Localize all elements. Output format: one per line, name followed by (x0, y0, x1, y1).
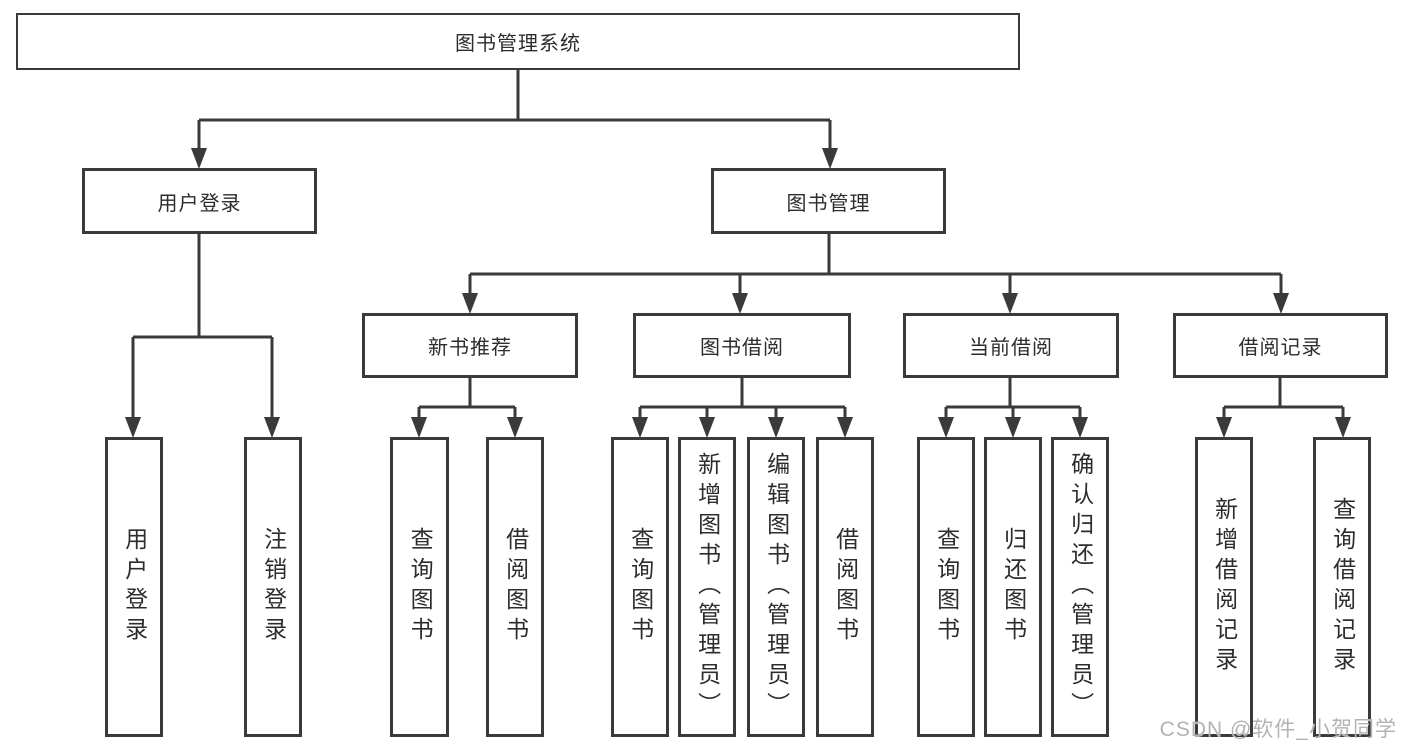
node-new-book-recommend-label: 新书推荐 (428, 337, 512, 359)
arrow-down-icon (1335, 417, 1351, 438)
leaf-add-borrow-record-label: 新增借阅记录 (1211, 497, 1238, 677)
arrow-down-icon (411, 417, 427, 438)
leaf-edit-books-admin-label: 编辑图书（管理员） (763, 452, 790, 722)
arrow-down-icon (462, 293, 478, 314)
leaf-user-login-label: 用户登录 (121, 527, 148, 647)
leaf-return-books-label: 归还图书 (1000, 527, 1027, 647)
node-book-management: 图书管理 (711, 168, 946, 234)
node-root: 图书管理系统 (16, 13, 1020, 70)
leaf-borrow-books-1: 借阅图书 (486, 437, 544, 737)
arrow-down-icon (699, 417, 715, 438)
node-new-book-recommend: 新书推荐 (362, 313, 578, 378)
arrow-down-icon (1072, 417, 1088, 438)
leaf-add-books-admin: 新增图书（管理员） (678, 437, 736, 737)
node-user-login-label: 用户登录 (157, 192, 242, 215)
leaf-confirm-return-admin-label: 确认归还（管理员） (1067, 452, 1094, 722)
leaf-logout: 注销登录 (244, 437, 302, 737)
node-book-borrowing: 图书借阅 (633, 313, 851, 378)
leaf-user-login: 用户登录 (105, 437, 163, 737)
leaf-confirm-return-admin: 确认归还（管理员） (1051, 437, 1109, 737)
arrow-down-icon (264, 417, 280, 438)
node-borrowing-records: 借阅记录 (1173, 313, 1388, 378)
leaf-query-books-2-label: 查询图书 (627, 527, 654, 647)
leaf-query-borrow-record: 查询借阅记录 (1313, 437, 1371, 737)
arrow-down-icon (1216, 417, 1232, 438)
leaf-return-books: 归还图书 (984, 437, 1042, 737)
node-book-management-label: 图书管理 (786, 192, 871, 215)
leaf-query-borrow-record-label: 查询借阅记录 (1329, 497, 1356, 677)
node-current-borrowing-label: 当前借阅 (969, 337, 1053, 359)
leaf-add-books-admin-label: 新增图书（管理员） (694, 452, 721, 722)
arrow-down-icon (507, 417, 523, 438)
leaf-logout-label: 注销登录 (260, 527, 287, 647)
arrow-down-icon (191, 148, 207, 169)
leaf-query-books-1-label: 查询图书 (407, 527, 434, 647)
leaf-edit-books-admin: 编辑图书（管理员） (747, 437, 805, 737)
node-root-label: 图书管理系统 (455, 33, 581, 55)
leaf-query-books-3: 查询图书 (917, 437, 975, 737)
leaf-query-books-2: 查询图书 (611, 437, 669, 737)
leaf-query-books-1: 查询图书 (390, 437, 449, 737)
arrow-down-icon (1002, 293, 1018, 314)
arrow-down-icon (1005, 417, 1021, 438)
leaf-borrow-books-2-label: 借阅图书 (832, 527, 859, 647)
node-book-borrowing-label: 图书借阅 (700, 337, 784, 359)
arrow-down-icon (732, 293, 748, 314)
leaf-query-books-3-label: 查询图书 (933, 527, 960, 647)
leaf-borrow-books-2: 借阅图书 (816, 437, 874, 737)
leaf-borrow-books-1-label: 借阅图书 (502, 527, 529, 647)
arrow-down-icon (938, 417, 954, 438)
csdn-watermark: CSDN @软件_小贺同学 (1159, 718, 1397, 741)
node-user-login: 用户登录 (82, 168, 317, 234)
arrow-down-icon (125, 417, 141, 438)
leaf-add-borrow-record: 新增借阅记录 (1195, 437, 1253, 737)
node-borrowing-records-label: 借阅记录 (1238, 337, 1323, 359)
arrow-down-icon (822, 148, 838, 169)
arrow-down-icon (768, 417, 784, 438)
node-current-borrowing: 当前借阅 (903, 313, 1119, 378)
arrow-down-icon (837, 417, 853, 438)
arrow-down-icon (1273, 293, 1289, 314)
arrow-down-icon (632, 417, 648, 438)
